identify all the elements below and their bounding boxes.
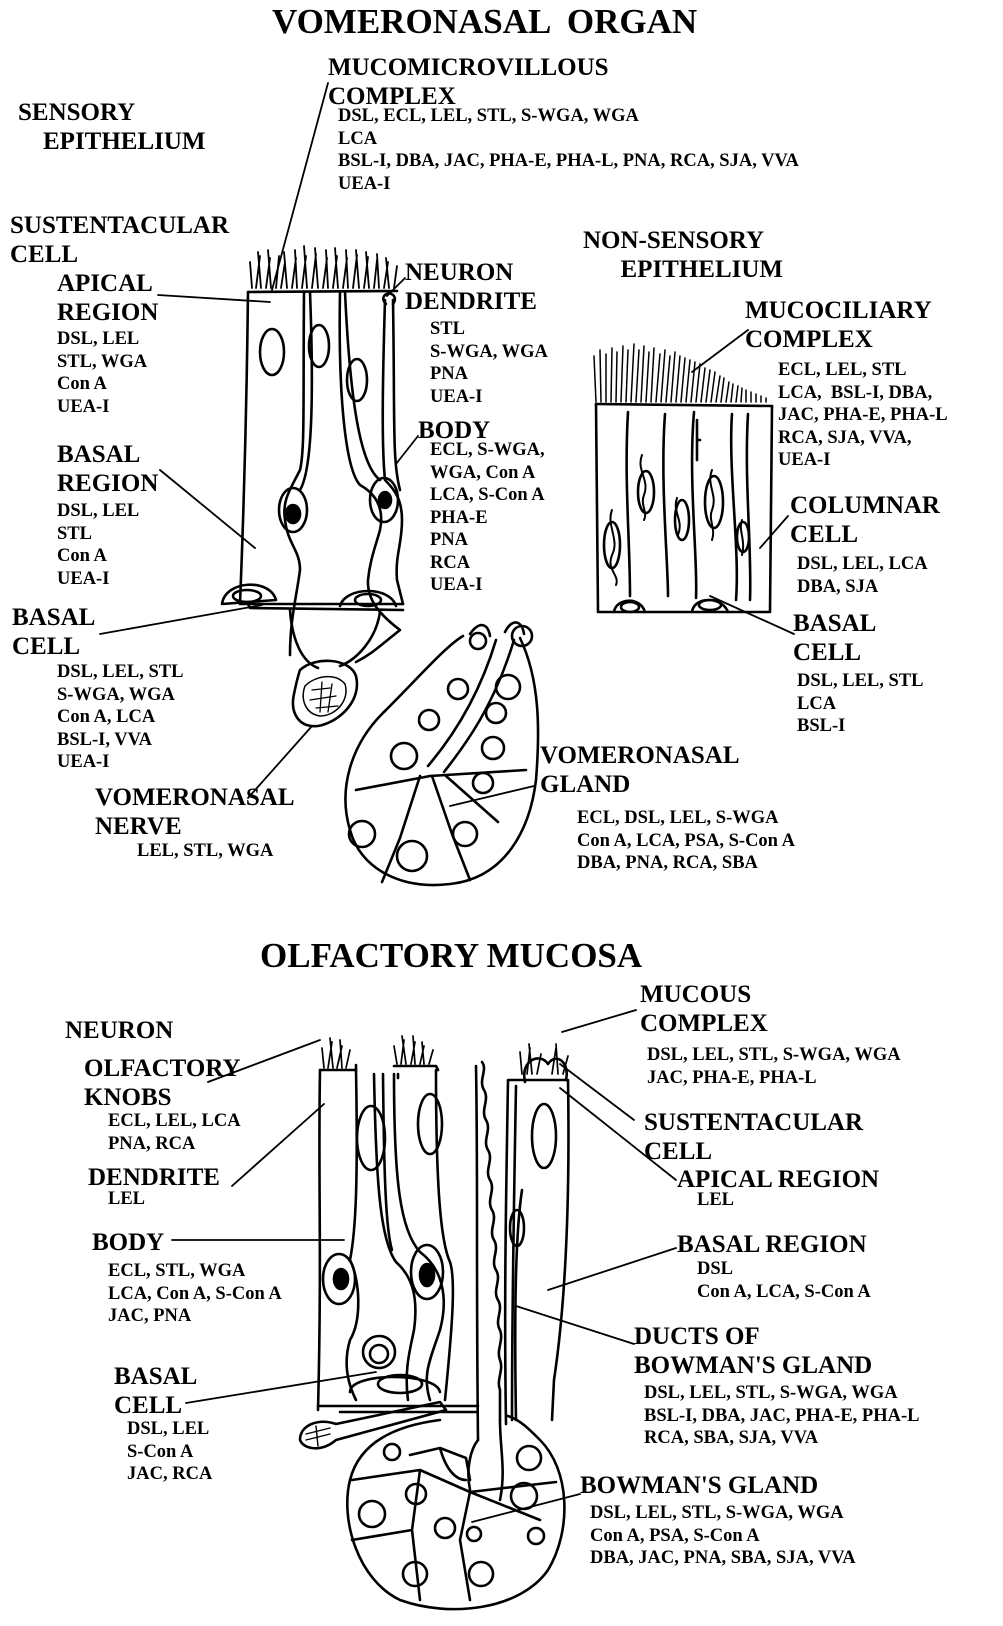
om-basal-cell-lectins: DSL, LEL S-Con A JAC, RCA [127, 1418, 212, 1486]
vno-gland-label: VOMERONASAL GLAND [540, 741, 740, 799]
om-sustentacular-label: SUSTENTACULAR CELL [644, 1108, 863, 1166]
om-knobs-label: OLFACTORY KNOBS [84, 1054, 241, 1112]
vno-gland-lectins: ECL, DSL, LEL, S-WGA Con A, LCA, PSA, S-… [577, 807, 795, 875]
vno-basal-cell-label: BASAL CELL [12, 603, 95, 661]
vno-nonsensory-epithelium-drawing [594, 344, 772, 612]
vno-neuron-dendrite-lectins: STL S-WGA, WGA PNA UEA-I [430, 318, 548, 408]
om-mucous-complex-lectins: DSL, LEL, STL, S-WGA, WGA JAC, PHA-E, PH… [647, 1044, 901, 1089]
om-bowmans-gland-lectins: DSL, LEL, STL, S-WGA, WGA Con A, PSA, S-… [590, 1502, 856, 1570]
vno-microvilli [250, 246, 397, 288]
olfactory-mucosa-drawing [300, 1036, 568, 1609]
vno-ns-basal-cell-label: BASAL CELL [793, 609, 876, 667]
vno-columnar-cell-label: COLUMNAR CELL [790, 491, 940, 549]
om-basal-region-label: BASAL REGION [677, 1230, 867, 1259]
om-mucous-complex-label: MUCOUS COMPLEX [640, 980, 768, 1038]
om-bowmans-gland-label: BOWMAN'S GLAND [580, 1471, 818, 1500]
om-basal-cell-label: BASAL CELL [114, 1362, 197, 1420]
vno-nonsensory-label: NON-SENSORY EPITHELIUM [583, 226, 783, 284]
vno-basal-cell-lectins: DSL, LEL, STL S-WGA, WGA Con A, LCA BSL-… [57, 661, 183, 774]
om-body-lectins: ECL, STL, WGA LCA, Con A, S-Con A JAC, P… [108, 1260, 282, 1328]
vno-ns-basal-cell-lectins: DSL, LEL, STL LCA BSL-I [797, 670, 923, 738]
om-knobs-lectins: ECL, LEL, LCA PNA, RCA [108, 1110, 241, 1155]
om-apical-region-lectins: LEL [697, 1189, 734, 1212]
vno-columnar-cell-lectins: DSL, LEL, LCA DBA, SJA [797, 553, 928, 598]
vno-title: VOMERONASAL ORGAN [272, 4, 697, 39]
vno-mucomicrovillous-label: MUCOMICROVILLOUS COMPLEX [328, 53, 609, 111]
om-title: OLFACTORY MUCOSA [260, 938, 642, 973]
vno-mucomicrovillous-lectins: DSL, ECL, LEL, STL, S-WGA, WGA LCA BSL-I… [338, 105, 799, 195]
om-olfactory-knobs [322, 1036, 568, 1074]
cilia [594, 344, 766, 402]
vno-mucociliary-label: MUCOCILIARY COMPLEX [745, 296, 932, 354]
vno-mucociliary-lectins: ECL, LEL, STL LCA, BSL-I, DBA, JAC, PHA-… [778, 359, 948, 472]
vno-apical-region-label: APICAL REGION [57, 269, 158, 327]
om-dendrite-lectins: LEL [108, 1188, 145, 1211]
vno-sensory-epithelium-label: SENSORY EPITHELIUM [18, 98, 206, 156]
om-neuron-label: NEURON [65, 1016, 173, 1045]
vno-gland-drawing [346, 622, 539, 885]
vno-body-lectins: ECL, S-WGA, WGA, Con A LCA, S-Con A PHA-… [430, 439, 545, 597]
om-body-label: BODY [92, 1228, 164, 1257]
om-basal-region-lectins: DSL Con A, LCA, S-Con A [697, 1258, 871, 1303]
vno-nerve-label: VOMERONASAL NERVE [95, 783, 295, 841]
vno-basal-region-lectins: DSL, LEL STL Con A UEA-I [57, 500, 139, 590]
vno-sensory-epithelium-drawing [222, 246, 403, 726]
vno-sustentacular-cell-outline [240, 292, 248, 604]
om-ducts-lectins: DSL, LEL, STL, S-WGA, WGA BSL-I, DBA, JA… [644, 1382, 919, 1450]
vno-neuron-dendrite-label: NEURON DENDRITE [405, 258, 537, 316]
vno-apical-region-lectins: DSL, LEL STL, WGA Con A UEA-I [57, 328, 147, 418]
vno-nerve-lectins: LEL, STL, WGA [137, 840, 273, 863]
om-ducts-label: DUCTS OF BOWMAN'S GLAND [634, 1322, 872, 1380]
vno-basal-region-label: BASAL REGION [57, 440, 158, 498]
vno-sustentacular-label: SUSTENTACULAR CELL [10, 211, 229, 269]
om-bowmans-gland [347, 1416, 564, 1609]
